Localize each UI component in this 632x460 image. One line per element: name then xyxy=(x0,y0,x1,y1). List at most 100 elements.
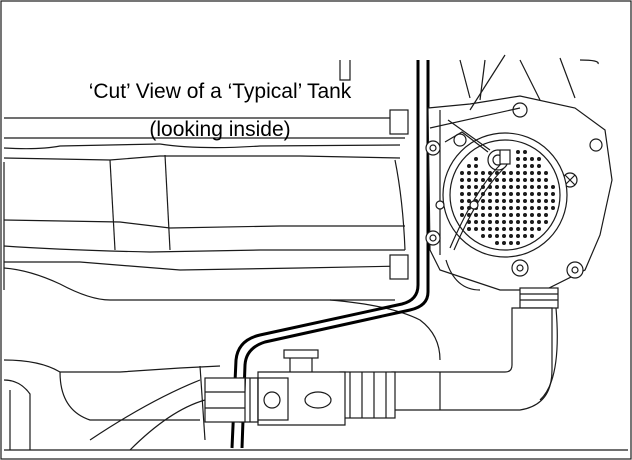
screen-perforation xyxy=(509,185,513,189)
screen-perforation xyxy=(544,206,548,210)
screen-perforation xyxy=(474,171,478,175)
screen-perforation xyxy=(516,185,520,189)
screen-perforation xyxy=(523,164,527,168)
screen-perforation xyxy=(495,178,499,182)
screen-perforation xyxy=(544,185,548,189)
screen-perforation xyxy=(537,227,541,231)
screen-perforation xyxy=(523,213,527,217)
screen-perforation xyxy=(537,206,541,210)
screen-perforation xyxy=(502,227,506,231)
screen-perforation xyxy=(502,199,506,203)
diagram-subtitle: (looking inside) xyxy=(149,118,291,141)
screen-perforation xyxy=(530,206,534,210)
screen-perforation xyxy=(544,178,548,182)
screen-perforation xyxy=(537,178,541,182)
screen-perforation xyxy=(544,192,548,196)
screen-perforation xyxy=(509,199,513,203)
screen-perforation xyxy=(488,171,492,175)
screen-perforation xyxy=(495,227,499,231)
screen-perforation xyxy=(530,220,534,224)
screen-perforation xyxy=(523,157,527,161)
screen-perforation xyxy=(509,213,513,217)
screen-perforation xyxy=(544,171,548,175)
screen-perforation xyxy=(467,199,471,203)
screen-perforation xyxy=(537,171,541,175)
screen-perforation xyxy=(460,171,464,175)
screen-perforation xyxy=(488,213,492,217)
screen-perforation xyxy=(509,206,513,210)
screen-perforation xyxy=(495,206,499,210)
screen-perforation xyxy=(523,220,527,224)
screen-perforation xyxy=(481,206,485,210)
screen-perforation xyxy=(481,178,485,182)
screen-perforation xyxy=(516,192,520,196)
screen-perforation xyxy=(474,178,478,182)
screen-perforation xyxy=(467,227,471,231)
screen-perforation xyxy=(537,199,541,203)
screen-perforation xyxy=(460,213,464,217)
screen-perforation xyxy=(530,185,534,189)
screen-perforation xyxy=(516,150,520,154)
tank-interior-walls xyxy=(3,117,628,451)
screen-perforation xyxy=(488,192,492,196)
screen-perforation xyxy=(523,199,527,203)
screen-perforation xyxy=(537,164,541,168)
screen-perforation xyxy=(495,192,499,196)
screen-perforation xyxy=(523,234,527,238)
screen-perforation xyxy=(474,157,478,161)
screen-perforation xyxy=(509,171,513,175)
union-valve-assembly xyxy=(204,349,396,426)
screen-perforation xyxy=(551,206,555,210)
screen-perforation xyxy=(509,178,513,182)
screen-perforation xyxy=(467,164,471,168)
screen-perforation xyxy=(537,185,541,189)
caption-marker xyxy=(339,60,351,81)
screen-perforation xyxy=(488,206,492,210)
screen-perforation xyxy=(530,178,534,182)
screen-perforation xyxy=(502,185,506,189)
screen-perforation xyxy=(495,220,499,224)
screen-perforation xyxy=(481,220,485,224)
screen-perforation xyxy=(530,199,534,203)
screen-perforation xyxy=(516,241,520,245)
screen-perforation xyxy=(537,220,541,224)
screen-perforation xyxy=(467,185,471,189)
screen-perforation xyxy=(460,192,464,196)
screen-perforation xyxy=(551,199,555,203)
screen-perforation xyxy=(523,178,527,182)
diagram-title: ‘Cut’ View of a ‘Typical’ Tank xyxy=(88,80,352,103)
screen-perforation xyxy=(509,241,513,245)
screen-perforation xyxy=(460,206,464,210)
screen-perforation xyxy=(523,206,527,210)
screen-perforation xyxy=(488,227,492,231)
screen-perforation xyxy=(516,220,520,224)
screen-perforation xyxy=(537,213,541,217)
mounting-tab-upper xyxy=(389,109,409,135)
screen-perforation xyxy=(516,227,520,231)
screen-perforation xyxy=(516,234,520,238)
screen-perforation xyxy=(551,185,555,189)
screen-perforation xyxy=(509,234,513,238)
screen-perforation xyxy=(460,185,464,189)
screen-perforation xyxy=(523,185,527,189)
screen-perforation xyxy=(488,220,492,224)
screen-perforation xyxy=(530,213,534,217)
screen-perforation xyxy=(481,227,485,231)
screen-perforation xyxy=(474,213,478,217)
screen-perforation xyxy=(502,178,506,182)
screen-perforation xyxy=(516,171,520,175)
screen-perforation xyxy=(502,220,506,224)
screen-perforation xyxy=(467,178,471,182)
screen-perforation xyxy=(544,220,548,224)
screen-perforation xyxy=(488,234,492,238)
screen-perforation xyxy=(516,178,520,182)
screen-perforation xyxy=(495,234,499,238)
screen-perforation xyxy=(488,199,492,203)
screen-perforation xyxy=(530,157,534,161)
screen-perforation xyxy=(530,171,534,175)
screen-perforation xyxy=(474,185,478,189)
screen-perforation xyxy=(516,206,520,210)
screen-perforation xyxy=(537,157,541,161)
